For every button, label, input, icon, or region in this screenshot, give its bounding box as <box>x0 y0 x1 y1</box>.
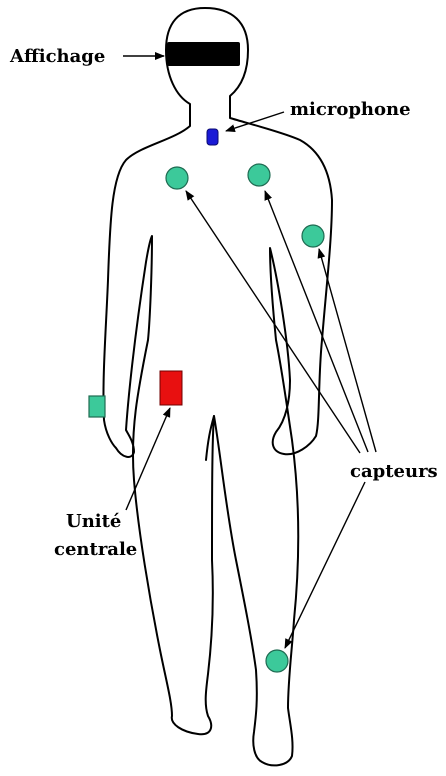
knee-sensor <box>266 650 288 672</box>
unite-centrale-label-line1: Unité <box>66 511 121 532</box>
chest-left-sensor <box>166 167 188 189</box>
chest-right-sensor <box>248 164 270 186</box>
microphone-arrow <box>226 112 284 131</box>
display-bar <box>167 42 240 66</box>
affichage-label: Affichage <box>9 46 105 67</box>
central-unit <box>160 371 182 405</box>
shoulder-sensor <box>302 225 324 247</box>
capteurs-label: capteurs <box>350 461 438 482</box>
human-body-outline <box>103 8 332 765</box>
unite-centrale-label-line2: centrale <box>54 539 137 560</box>
capteurs-arrow-chest-left <box>186 191 360 453</box>
wrist-sensor <box>89 396 105 417</box>
microphone-label: microphone <box>290 99 411 120</box>
microphone-device <box>207 129 218 145</box>
